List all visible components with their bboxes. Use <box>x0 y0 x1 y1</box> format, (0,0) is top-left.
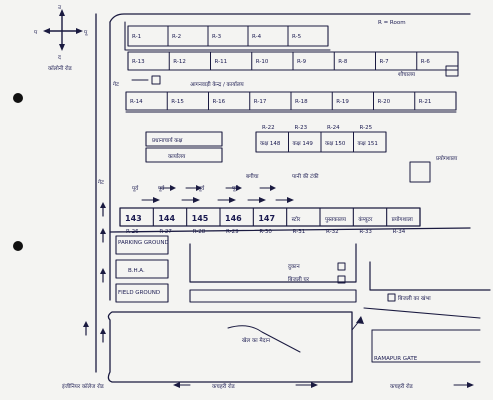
bottom-room-8: प्रयोगशाला <box>392 216 414 223</box>
room-legend: R = Room <box>378 20 406 26</box>
bha-block <box>115 259 169 279</box>
room-top-4: R-5 <box>292 34 302 40</box>
bottom-room-block <box>119 207 421 227</box>
side-label: शौचालय <box>398 71 416 78</box>
room-third-5: R-19 <box>336 99 349 105</box>
room-third-1: R-15 <box>171 99 184 105</box>
room-second-4: R-9 <box>297 59 307 65</box>
room-third-7: R-21 <box>419 99 432 105</box>
bottom-tag-2: R-28 <box>193 229 206 235</box>
field-block <box>115 283 169 303</box>
mid-room-2: कक्ष 150 <box>325 141 346 147</box>
room-third-3: R-17 <box>254 99 267 105</box>
compass-west: प <box>34 30 38 36</box>
principal-room <box>145 131 223 147</box>
office-label: आगनवाड़ी केन्द्र / कार्यालय <box>190 81 245 88</box>
bottom-room-1: 144 <box>158 214 175 223</box>
legend-shop: दुकान <box>288 264 301 270</box>
bottom-room-2: 145 <box>192 214 209 223</box>
bottom-tag-4: R-30 <box>259 229 272 235</box>
room-second-0: R-13 <box>132 59 145 65</box>
room-third-6: R-20 <box>378 99 391 105</box>
mid-room-1: कक्ष 149 <box>293 141 314 147</box>
parking-label: PARKING GROUND <box>118 240 169 246</box>
room-second-3: R-10 <box>256 59 269 65</box>
road-middle-line <box>109 227 471 233</box>
principal-room-label: प्रधानाचार्य कक्ष <box>152 137 183 144</box>
bottom-tag-6: R-32 <box>326 229 339 235</box>
room-top-2: R-3 <box>212 34 222 40</box>
room-top-3: R-4 <box>252 34 262 40</box>
left-road-label: कॉलोनी रोड <box>48 65 72 72</box>
bottom-field <box>107 311 353 383</box>
room-top-0: R-1 <box>132 34 141 40</box>
mid-tag-2: R-24 <box>327 125 340 131</box>
room-top-1: R-2 <box>172 34 181 40</box>
arrow-label-1: पूर्व <box>158 185 165 192</box>
bottom-field-label: खेल का मैदान <box>242 337 271 344</box>
gate-label: गेट <box>98 179 104 186</box>
bottom-tag-8: R-34 <box>393 229 406 235</box>
road-bottom-left-label: इंजीनियर कॉलेज रोड <box>62 383 104 390</box>
room-row-3: R-14 R-15 R-16 R-17 R-18 R-19 R-20 R-21 <box>130 91 432 111</box>
room-second-5: R-8 <box>338 59 348 65</box>
arrow-label-0: पूर्व <box>132 185 139 192</box>
water-tank-label: पानी की टंकी <box>292 173 319 180</box>
middle-enclosure <box>189 243 357 283</box>
room-row-1: R-1 R-2 R-3 R-4 R-5 <box>132 25 302 47</box>
office-room <box>145 147 223 163</box>
bottom-tag-5: R-31 <box>293 229 306 235</box>
gate-label-ramapur: RAMAPUR GATE <box>374 356 418 362</box>
office-room-label: कार्यालय <box>168 153 186 160</box>
road-bottom-middle-label: कचहरी रोड <box>212 383 235 390</box>
mid-tag-3: R-25 <box>360 125 373 131</box>
mid-tag-1: R-23 <box>295 125 308 131</box>
mid-room-3: कक्ष 151 <box>358 141 378 147</box>
room-third-0: R-14 <box>130 99 143 105</box>
bottom-room-4: 147 <box>258 214 275 223</box>
gate-label-left: गेट <box>113 81 119 88</box>
bottom-room-7: कंप्यूटर <box>358 216 373 223</box>
arrow-label-2: पूर्व <box>198 185 205 192</box>
bottom-tag-7: R-33 <box>359 229 372 235</box>
binder-hole-top <box>13 93 23 103</box>
compass-rose: उ द प पू <box>34 5 88 61</box>
binder-hole-bottom <box>13 241 23 251</box>
road-top-line <box>109 13 471 23</box>
arrow-label-3: पूर्व <box>232 185 239 192</box>
bottom-room-0: 143 <box>125 214 142 223</box>
room-second-1: R-12 <box>173 59 186 65</box>
field-label: FIELD GROUND <box>118 290 160 296</box>
compass-east: पू <box>84 30 88 36</box>
bottom-room-6: पुस्तकालय <box>325 217 347 223</box>
bha-label: B.H.A. <box>128 268 145 274</box>
room-second-2: R-11 <box>215 59 228 65</box>
left-arrows <box>83 202 106 343</box>
mid-room-row: R-22 R-23 R-24 R-25 कक्ष 148 कक्ष 149 कक्ष 150… <box>260 125 378 153</box>
room-row-2: R-13 R-12 R-11 R-10 R-9 R-8 R-7 R-6 <box>132 51 431 71</box>
mid-tag-0: R-22 <box>262 125 275 131</box>
road-bottom-right-label: कचहरी रोड <box>390 383 413 390</box>
arrow-row: पूर्व पूर्व पूर्व पूर्व <box>132 185 294 203</box>
bottom-tag-3: R-29 <box>226 229 239 235</box>
bottom-room-3: 146 <box>225 214 242 223</box>
room-row-top <box>127 25 329 47</box>
compass-south: द <box>58 55 61 61</box>
compass-north: उ <box>58 5 62 11</box>
legend-power: बिजली घर <box>288 276 310 283</box>
bottom-room-5: स्टोर <box>292 216 301 223</box>
room-second-7: R-6 <box>421 59 431 65</box>
room-third-4: R-18 <box>295 99 308 105</box>
garden-label: बगीचा <box>246 173 259 180</box>
room-third-2: R-16 <box>213 99 226 105</box>
mid-room-0: कक्ष 148 <box>260 141 281 147</box>
parking-block <box>115 235 169 255</box>
room-second-6: R-7 <box>380 59 390 65</box>
legend-electric-pole: बिजली का खंभा <box>398 295 431 302</box>
science-label: प्रयोगशाला <box>436 155 458 162</box>
